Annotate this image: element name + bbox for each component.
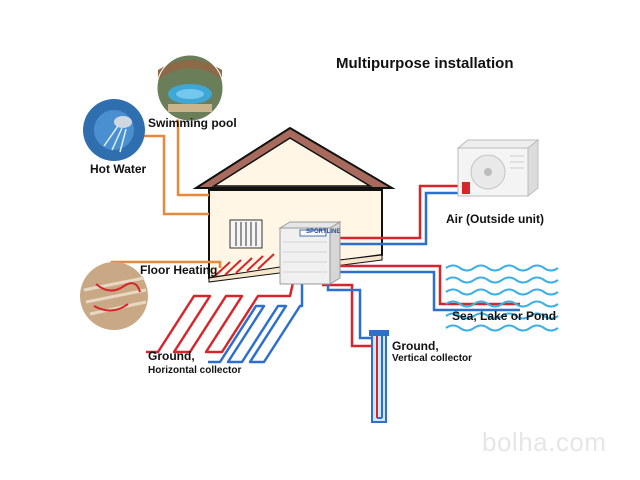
floor-heating-stripes [214,253,275,277]
hot-water-label: Hot Water [90,162,147,176]
floor-heating-label: Floor Heating [140,263,218,277]
house-attic-gable [211,137,373,187]
floor-heating-photo [80,262,148,330]
watermark: bolha.com [482,427,607,457]
ground-vertical-label: Ground, [392,339,439,353]
vertical-collector-label: Vertical collector [392,353,473,364]
horizontal-collector [146,277,304,364]
heat-pump-unit [278,221,342,285]
air-outside-unit-label: Air (Outside unit) [446,212,544,226]
sea-waves [445,264,559,332]
sea-pipes [330,264,520,312]
air-pipes [340,184,470,246]
hot-water-photo [83,99,145,161]
diagram-title: Multipurpose installation [336,55,514,72]
radiator [229,219,263,249]
outdoor-air-unit [456,138,540,198]
ground-horizontal-label: Ground, [148,349,195,363]
unit-brand-label: SPORTLINE [306,229,341,235]
swimming-pool-photo [156,54,224,122]
horizontal-collector-label: Horizontal collector [148,365,242,376]
vertical-collector-well [369,330,389,423]
swimming-pool-label: Swimming pool [148,116,237,130]
sea-lake-pond-label: Sea, Lake or Pond [452,309,557,323]
vertical-collector-pipes [322,283,375,348]
